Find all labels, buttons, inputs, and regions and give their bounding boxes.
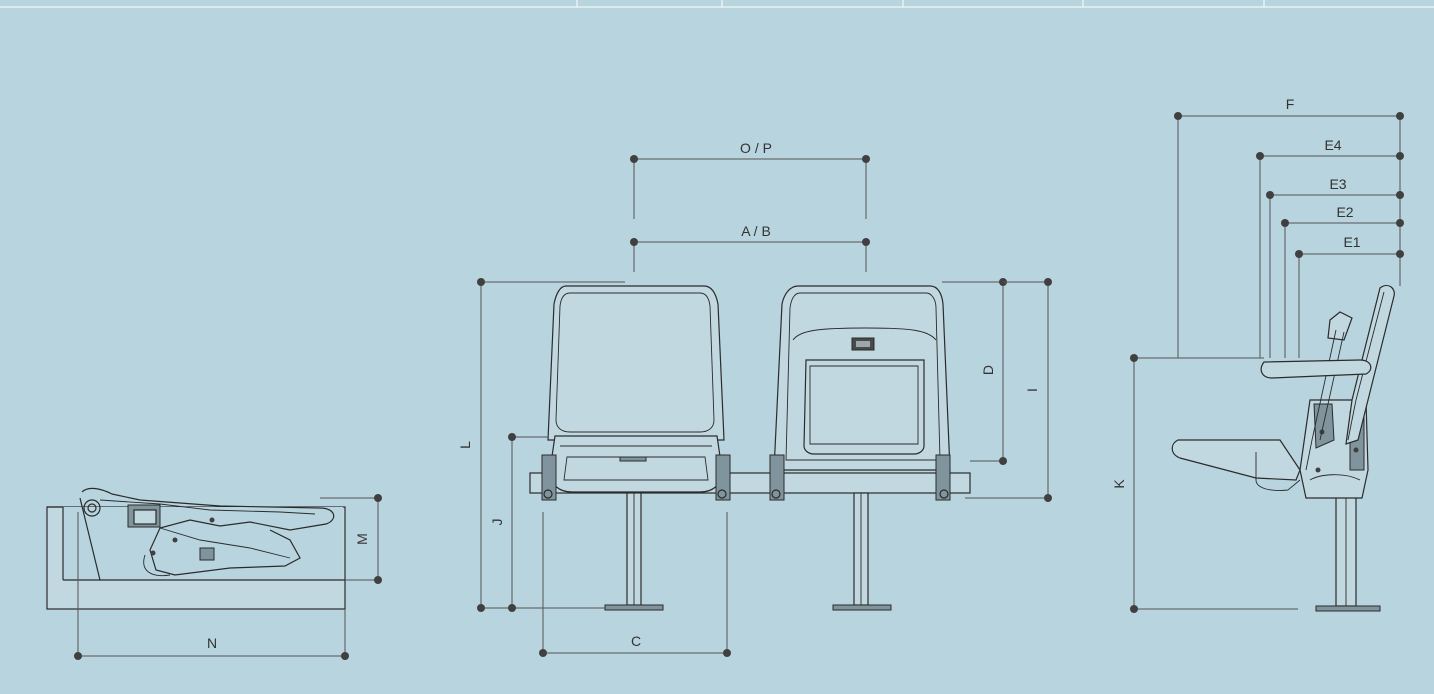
- dimension-K: K: [1111, 354, 1298, 613]
- dimension-F: F: [1174, 96, 1404, 358]
- dimension-A-B: A / B: [630, 223, 870, 272]
- side-seat-pan: [1171, 439, 1301, 481]
- label-O-P: O / P: [740, 140, 772, 156]
- label-C: C: [631, 633, 641, 649]
- label-E3: E3: [1329, 176, 1346, 192]
- header-strip: [0, 0, 1434, 8]
- label-K: K: [1111, 479, 1127, 489]
- label-A-B: A / B: [741, 223, 771, 239]
- dimension-E4: E4: [1256, 137, 1404, 358]
- dimension-E1: E1: [1295, 234, 1404, 358]
- label-L: L: [457, 441, 473, 449]
- dimension-E3: E3: [1266, 176, 1404, 358]
- right-chair-back-panel: [803, 359, 925, 455]
- label-I: I: [1024, 388, 1040, 392]
- left-chair-seat: [549, 435, 723, 493]
- left-chair-back: [547, 285, 725, 441]
- label-F: F: [1286, 96, 1295, 112]
- dimension-C: C: [539, 512, 731, 657]
- dimension-J: J: [489, 433, 548, 612]
- dimension-N: N: [74, 512, 349, 660]
- side-armrest: [1260, 359, 1372, 379]
- label-M: M: [354, 533, 370, 545]
- label-N: N: [207, 635, 217, 651]
- label-E2: E2: [1336, 204, 1353, 220]
- label-E4: E4: [1324, 137, 1341, 153]
- dimension-D: D: [942, 278, 1007, 465]
- seat-side-view: [1171, 284, 1395, 612]
- folded-seat-side-view: [46, 487, 346, 610]
- label-E1: E1: [1343, 234, 1360, 250]
- dimension-M: M: [320, 494, 382, 584]
- two-seat-front-view: [529, 285, 971, 611]
- label-J: J: [489, 519, 505, 526]
- label-D: D: [980, 365, 996, 375]
- dimension-I: I: [965, 278, 1052, 502]
- dimension-E2: E2: [1281, 204, 1404, 358]
- dimension-O-P: O / P: [630, 140, 870, 219]
